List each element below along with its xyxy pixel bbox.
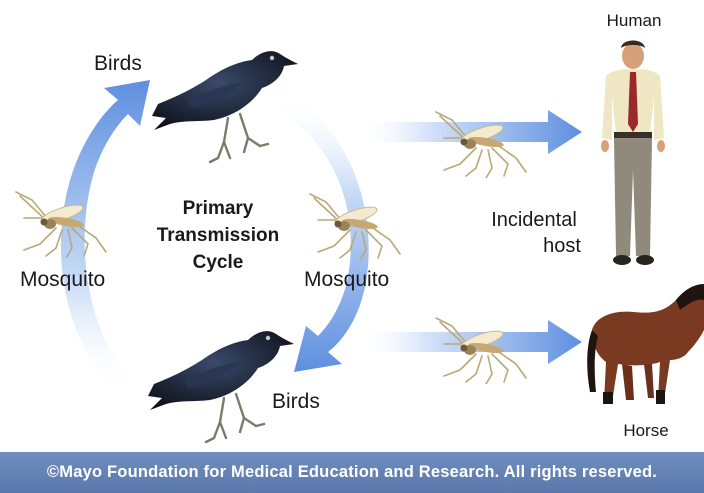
label-birds-bottom: Birds (272, 390, 320, 413)
human-figure-icon (601, 41, 665, 266)
label-human: Human (607, 11, 662, 30)
diagram-canvas: Birds Birds Mosquito Mosquito Primary Tr… (0, 0, 704, 452)
label-mosquito-right: Mosquito (304, 268, 389, 291)
copyright-footer: ©Mayo Foundation for Medical Education a… (0, 452, 704, 493)
cycle-arrow-left (61, 80, 150, 392)
label-birds-top: Birds (94, 52, 142, 75)
mosquito-human-icon (436, 112, 526, 178)
label-mosquito-left: Mosquito (20, 268, 105, 291)
label-incidental-line1: Incidental (491, 209, 577, 231)
bird-bottom-icon (148, 331, 294, 442)
label-horse: Horse (623, 421, 668, 440)
label-cycle-line3: Cycle (193, 252, 244, 273)
label-incidental-line2: host (543, 235, 581, 257)
label-cycle-line2: Transmission (157, 225, 280, 246)
label-cycle-line1: Primary (183, 198, 254, 219)
cycle-arrow-right (274, 92, 369, 372)
horse-figure-icon (587, 284, 704, 404)
